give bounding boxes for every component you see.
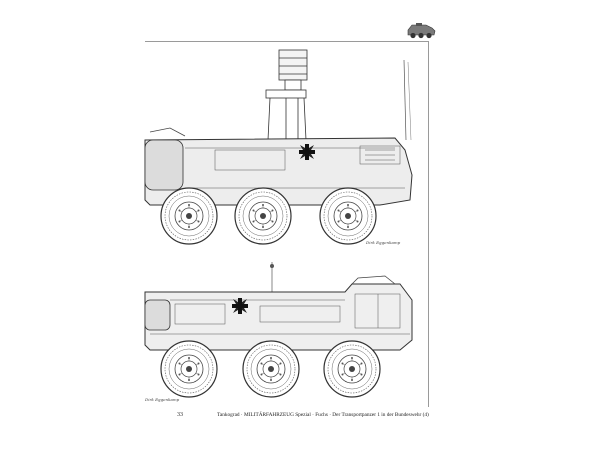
bottom-vehicle-side-view: Dirk Eggenkamp: [144, 262, 413, 402]
balkenkreuz-icon: [232, 298, 248, 314]
running-title: Tankograd · MILITÄRFAHRZEUG Spezial · Fu…: [217, 412, 429, 418]
page-number: 33: [177, 412, 183, 418]
top-drawing-signature: Dirk Eggenkamp: [365, 240, 401, 245]
page-frame-top-rule: [145, 41, 428, 42]
vehicle-thumbnail-icon: [404, 20, 438, 40]
page-footer: 33 Tankograd · MILITÄRFAHRZEUG Spezial ·…: [145, 410, 445, 424]
top-vehicle-side-view: Dirk Eggenkamp: [144, 49, 413, 245]
balkenkreuz-icon: [299, 144, 315, 160]
bottom-drawing-signature: Dirk Eggenkamp: [144, 397, 180, 402]
page-frame-right-rule: [428, 41, 429, 407]
